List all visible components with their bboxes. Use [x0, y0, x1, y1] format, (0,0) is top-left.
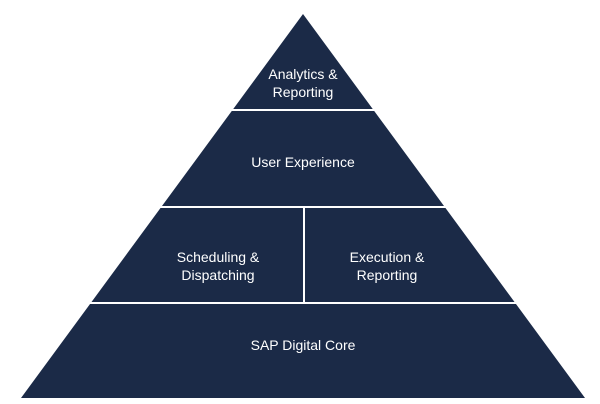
level-top-label: Analytics & Reporting: [268, 66, 338, 100]
level-third-left-label: Scheduling & Dispatching: [176, 249, 260, 283]
level-third-right-label: Execution & Reporting: [349, 249, 425, 283]
level-second-label: User Experience: [251, 154, 355, 170]
level-base-label: SAP Digital Core: [250, 337, 356, 353]
